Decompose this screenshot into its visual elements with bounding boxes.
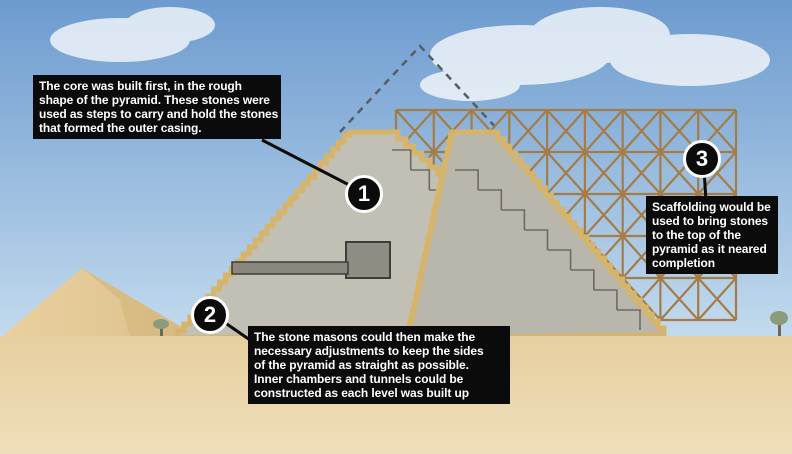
callout-one-line-4: that formed the outer casing. [39,121,202,135]
clouds [50,7,770,101]
callout-three-line-5: completion [652,256,716,270]
callout-core-built-first: The core was built first, in the rough s… [33,75,281,139]
step-badge-3: 3 [683,140,721,178]
callout-two-line-1: The stone masons could then make the [254,330,476,344]
palm-tree-left [153,319,169,340]
callout-three-line-2: used to bring stones [652,214,769,228]
callout-three-line-3: to the top of the [652,228,741,242]
callout-three-line-1: Scaffolding would be [652,200,771,214]
callout-two-line-5: constructed as each level was built up [254,386,469,400]
callout-one-line-1: The core was built first, in the rough [39,79,242,93]
callout-three-line-4: pyramid as it neared [652,242,767,256]
callout-two-line-4: Inner chambers and tunnels could be [254,372,464,386]
final-shape-dashed-outline [339,44,501,133]
callout-two-line-3: of the pyramid as straight as possible. [254,358,469,372]
step-badge-2: 2 [191,296,229,334]
callout-stone-masons: The stone masons could then make the nec… [248,326,510,404]
step-badge-1: 1 [345,175,383,213]
inner-chamber [231,241,391,279]
callout-one-line-2: shape of the pyramid. These stones were [39,93,270,107]
callout-two-line-2: necessary adjustments to keep the sides [254,344,484,358]
callout-scaffolding: Scaffolding would be used to bring stone… [646,196,778,274]
callout-one-line-3: used as steps to carry and hold the ston… [39,107,279,121]
distant-pyramid [0,268,200,338]
palm-tree-right [770,311,788,338]
